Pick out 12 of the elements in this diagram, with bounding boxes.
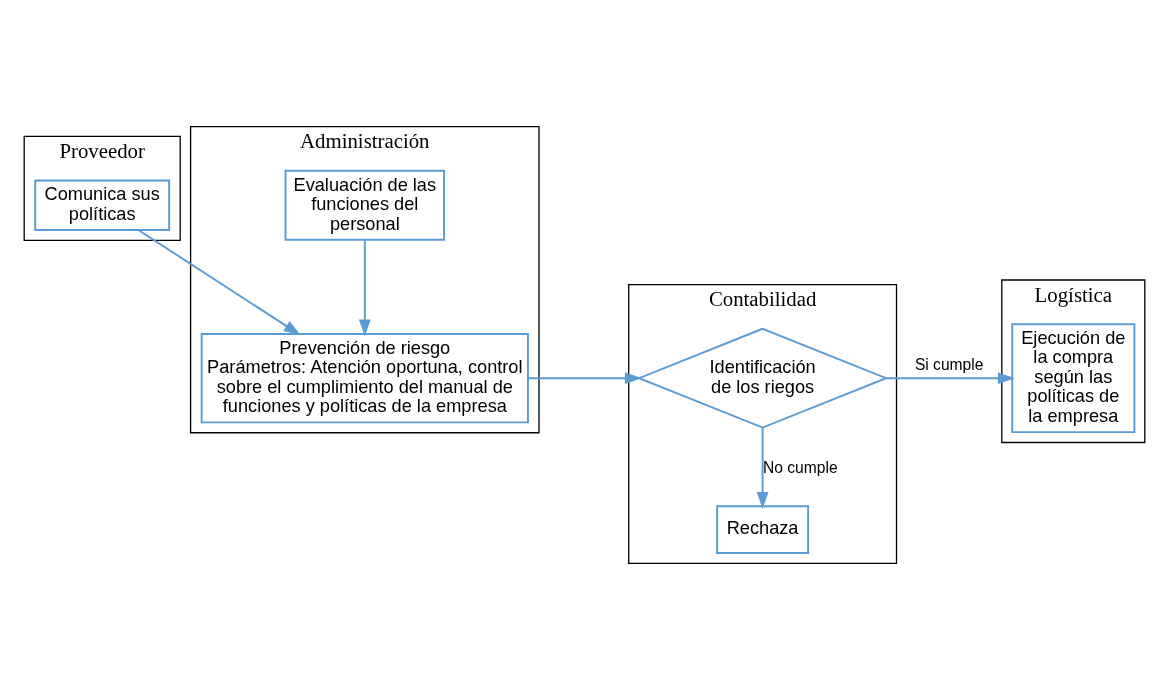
arrow <box>756 426 769 509</box>
node-box: Evaluación de las funciones del personal <box>284 169 446 241</box>
node-box: Ejecución de la compra según las políticas de la empresa <box>1011 322 1136 433</box>
arrow <box>885 371 1015 384</box>
edge-label: No cumple <box>763 458 838 476</box>
arrow <box>137 228 301 335</box>
arrow <box>527 371 642 384</box>
node-box: Rechaza <box>716 504 810 554</box>
edge-label: Si cumple <box>914 355 984 373</box>
node-box: Comunica sus políticas <box>34 179 171 231</box>
node-box: Prevención de riesgo Parámetros: Atención oportuna, control sobre el cumplimiento del manual de funciones y políticas de la empresa <box>200 332 529 423</box>
arrow <box>358 238 371 336</box>
